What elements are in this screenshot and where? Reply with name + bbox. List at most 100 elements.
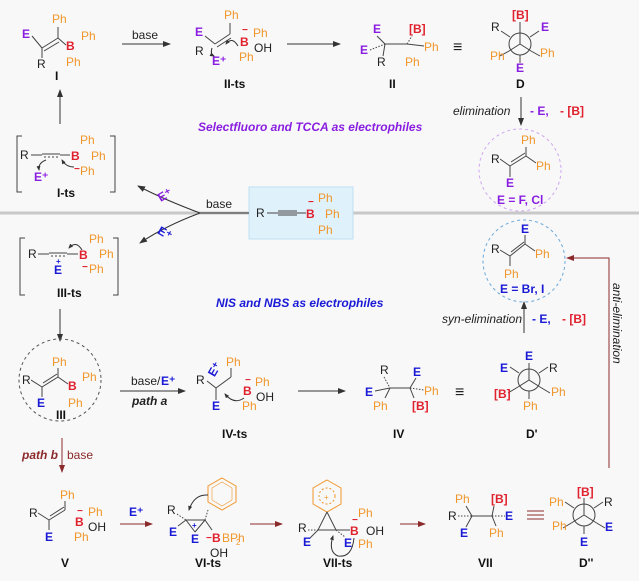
compound-VI-ts: R E E + B − BPh 2 OH VI-ts <box>167 477 245 570</box>
e-plus-label: E⁺ <box>161 374 175 388</box>
atom-boron: B <box>240 35 249 49</box>
phenyl: Ph <box>255 375 270 389</box>
charge-minus: − <box>206 533 212 544</box>
compound-VII: Ph R E [B] E Ph VII <box>448 492 513 570</box>
label-V: V <box>61 556 69 570</box>
atom-e-plus: E⁺ <box>205 360 224 379</box>
compound-IV-ts: R E⁺ E Ph B − Ph OH Ph IV-ts <box>196 355 274 441</box>
label-III-ts: III-ts <box>57 286 82 300</box>
atom-e: E <box>344 536 352 550</box>
atom-e-plus: E⁺ <box>34 170 48 184</box>
atom-boron: B <box>75 515 84 529</box>
charge-minus: − <box>74 164 80 175</box>
atom-boron: B <box>79 248 88 262</box>
atom-e: E <box>506 176 514 190</box>
atom-r: R <box>28 247 37 261</box>
atom-boron-group: [B] <box>512 8 529 22</box>
phenyl: Ph <box>80 164 95 178</box>
label-II: II <box>389 77 396 91</box>
phenyl: Ph <box>52 12 67 26</box>
charge-plus: + <box>192 521 197 530</box>
elimination-label: elimination <box>453 104 511 118</box>
atom-boron: B <box>306 207 315 221</box>
top-product-note: E = F, Cl <box>497 193 543 207</box>
atom-e: E <box>505 509 513 523</box>
compound-IV: R E Ph E Ph [B] IV <box>365 363 439 441</box>
atom-boron-group: [B] <box>491 492 508 506</box>
path-b-base-label: base <box>67 448 93 462</box>
atom-boron: B <box>68 379 77 393</box>
phenyl: Ph <box>549 495 564 509</box>
equivalence-sign-red <box>527 510 544 520</box>
electrophile-top: E⁺ <box>155 185 174 204</box>
minus-b: - [B] <box>562 312 586 326</box>
label-D-double-prime: D'' <box>579 556 594 570</box>
phenyl: Ph <box>455 492 470 506</box>
atom-e: E <box>580 535 588 549</box>
hydroxyl: OH <box>256 390 274 404</box>
bottom-product-note: E = Br, I <box>500 282 544 296</box>
hydroxyl: OH <box>88 520 106 534</box>
phenyl: Ph <box>523 399 538 413</box>
phenyl: Ph <box>89 262 104 276</box>
label-VII: VII <box>478 556 493 570</box>
atom-boron-group: [B] <box>409 22 426 36</box>
atom-boron: B <box>212 531 221 545</box>
phenyl: Ph <box>60 488 75 502</box>
label-III: III <box>56 408 66 422</box>
label-II-ts: II-ts <box>224 77 246 91</box>
atom-e: E <box>413 365 421 379</box>
phenyl: Ph <box>82 370 97 384</box>
phenyl: Ph <box>224 8 239 22</box>
atom-e: E <box>45 530 53 544</box>
phenyl: Ph <box>551 385 566 399</box>
atom-boron-group: [B] <box>577 485 594 499</box>
phenyl: BPh <box>222 531 245 545</box>
atom-e: E <box>303 535 311 549</box>
path-b-label: path b <box>21 448 58 462</box>
atom-e: E <box>22 27 30 41</box>
top-section-title: Selectfluoro and TCCA as electrophiles <box>198 120 423 134</box>
compound-II-ts: E R E⁺ Ph B − Ph OH Ph II-ts <box>195 8 272 91</box>
charge-plus: + <box>324 493 329 502</box>
atom-r: R <box>380 363 389 377</box>
syn-elimination-label: syn-elimination <box>442 312 522 326</box>
phenyl: Ph <box>80 133 95 147</box>
phenyl: Ph <box>99 247 114 261</box>
atom-e: E <box>525 349 533 363</box>
atom-r: R <box>167 503 176 517</box>
phenyl: Ph <box>242 399 257 413</box>
charge-minus: − <box>308 197 314 208</box>
phenyl: Ph <box>405 55 420 69</box>
phenyl: Ph <box>535 247 550 261</box>
charge-minus: − <box>82 262 88 273</box>
hydroxyl: OH <box>210 546 228 560</box>
charge-plus: + <box>56 257 61 266</box>
subscript-2: 2 <box>236 538 241 547</box>
arrow-to-III-ts <box>139 212 201 244</box>
atom-r: R <box>22 373 31 387</box>
atom-e: E <box>605 520 613 534</box>
atom-r: R <box>29 506 38 520</box>
equivalence-sign: ≡ <box>453 39 462 56</box>
hydroxyl: OH <box>366 524 384 538</box>
phenyl: Ph <box>373 399 388 413</box>
bottom-product: E R Ph Ph E = Br, I <box>491 222 550 296</box>
phenyl: Ph <box>424 40 439 54</box>
atom-e: E <box>212 399 220 413</box>
phenyl: Ph <box>74 530 89 544</box>
compound-I: E R Ph B Ph Ph I <box>22 12 96 83</box>
top-product-circle <box>478 128 562 212</box>
compound-V: R E Ph B − Ph OH Ph V <box>29 488 106 570</box>
label-IV-ts: IV-ts <box>222 427 248 441</box>
electrophile-bottom: E⁺ <box>155 223 174 242</box>
phenyl: Ph <box>552 519 567 533</box>
atom-r: R <box>448 509 457 523</box>
charge-minus: − <box>245 375 251 386</box>
arrow-base-label: base <box>132 28 158 42</box>
atom-r: R <box>377 55 386 69</box>
bottom-section-title: NIS and NBS as electrophiles <box>216 296 384 310</box>
compound-D-double-prime-newman: [B] Ph R Ph E E D'' <box>549 485 613 570</box>
